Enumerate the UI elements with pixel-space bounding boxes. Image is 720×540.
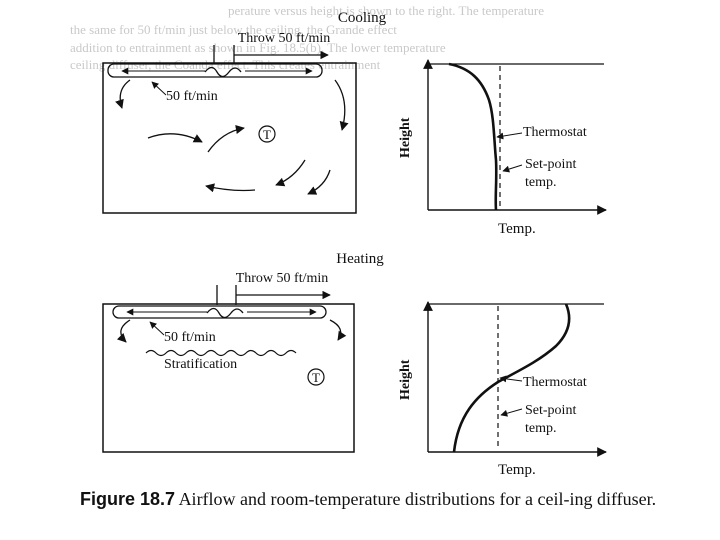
cooling-throw-label: Throw 50 ft/min: [238, 31, 331, 46]
cooling-setpoint-label-1: Set-point: [525, 157, 576, 172]
cooling-thermostat-pointer: [496, 132, 523, 140]
heating-throw-label: Throw 50 ft/min: [236, 271, 329, 286]
cooling-thermostat-label: Thermostat: [523, 125, 587, 140]
heating-flow-arrow-right: [329, 319, 347, 341]
figure-number: Figure 18.7: [80, 489, 176, 509]
heating-graph-xlabel: Temp.: [498, 462, 536, 478]
heating-thermostat-label: Thermostat: [523, 375, 587, 390]
cooling-temperature-graph: Height Temp. Thermostat Set-point temp.: [398, 59, 607, 237]
heating-setpoint-pointer: [500, 408, 523, 417]
heating-room-diagram: Heating Throw 50 ft/min 50 ft/min Strati…: [102, 251, 384, 453]
cooling-room-diagram: Cooling Throw 50 ft/min 50 ft/min T: [102, 10, 387, 214]
cooling-flow-arrow-3: [147, 133, 203, 143]
bleed-through-line-1: perature versus height is shown to the r…: [228, 3, 545, 18]
heating-diffuser-symbol: [206, 307, 244, 319]
cooling-flow-arrow-5: [275, 159, 306, 187]
cooling-setpoint-label-2: temp.: [525, 175, 557, 190]
heating-title: Heating: [336, 251, 384, 267]
cooling-ceiling-jet: [107, 63, 323, 78]
heating-thermostat-pointer: [499, 375, 523, 383]
cooling-flow-arrow-1: [115, 79, 131, 109]
cooling-flow-arrow-6: [205, 183, 256, 193]
cooling-flow-arrow-7: [307, 169, 331, 195]
heating-velocity-pointer: [149, 321, 165, 336]
cooling-flow-arrow-2: [334, 79, 349, 131]
heating-thermostat-symbol: T: [312, 370, 320, 385]
heating-thermostat-icon: [307, 368, 325, 386]
heating-graph-ylabel: Height: [398, 359, 413, 400]
figure-caption: Figure 18.7 Airflow and room-temperature…: [80, 488, 680, 510]
heating-room-outline: [102, 303, 355, 453]
cooling-setpoint-pointer: [502, 164, 523, 173]
cooling-room-outline: [102, 62, 357, 214]
stratification-wavy-line: [145, 349, 297, 357]
heating-flow-arrow-left: [116, 319, 131, 343]
bleed-through-line-3: addition to entrainment as shown in Fig.…: [70, 40, 446, 55]
cooling-velocity-label: 50 ft/min: [166, 89, 218, 104]
cooling-thermostat-symbol: T: [263, 127, 271, 142]
cooling-velocity-pointer: [151, 81, 167, 96]
heating-temperature-graph: Height Temp. Thermostat Set-point temp.: [398, 301, 607, 478]
heating-ceiling-jet: [112, 305, 327, 319]
cooling-flow-arrow-4: [207, 124, 245, 153]
heating-setpoint-label-2: temp.: [525, 421, 557, 436]
cooling-graph-ylabel: Height: [398, 117, 413, 158]
bleed-through-line-2: the same for 50 ft/min just below the ce…: [70, 22, 397, 37]
cooling-diffuser-symbol: [204, 66, 242, 78]
cooling-graph-xlabel: Temp.: [498, 221, 536, 237]
cooling-temperature-curve: [448, 62, 498, 211]
heating-temperature-curve: [452, 303, 571, 453]
stratification-label: Stratification: [164, 357, 237, 372]
figure-caption-text: Airflow and room-temperature distributio…: [178, 489, 657, 509]
heating-velocity-label: 50 ft/min: [164, 330, 216, 345]
heating-setpoint-label-1: Set-point: [525, 403, 576, 418]
cooling-title: Cooling: [338, 10, 387, 26]
cooling-thermostat-icon: [258, 125, 276, 143]
